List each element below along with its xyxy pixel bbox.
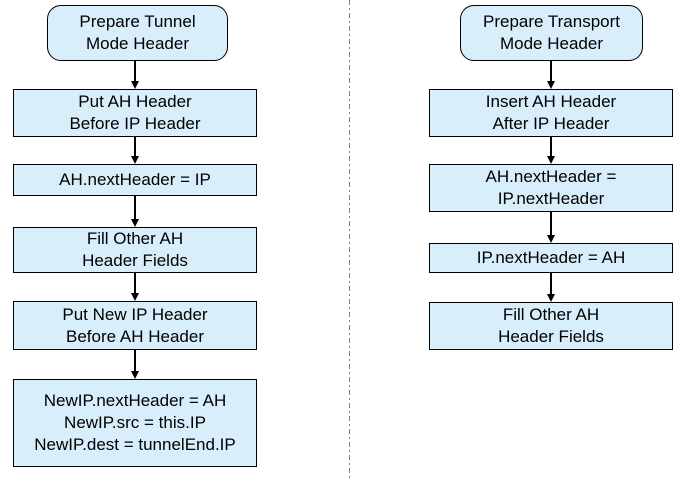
arrow-down-icon: [130, 196, 140, 227]
node-ip-nextheader-equals-ah: IP.nextHeader = AH: [429, 243, 673, 273]
arrow-down-icon: [546, 212, 556, 243]
node-text-line: Header Fields: [498, 327, 604, 346]
node-text-line: Header Fields: [82, 251, 188, 270]
node-text-line: NewIP.src = this.IP: [64, 413, 206, 432]
node-fill-other-ah-header-fields-transport: Fill Other AH Header Fields: [429, 302, 673, 350]
node-fill-other-ah-header-fields-tunnel: Fill Other AH Header Fields: [13, 227, 257, 273]
node-text-line: IP.nextHeader = AH: [476, 248, 626, 267]
node-prepare-transport-mode-header: Prepare Transport Mode Header: [460, 5, 643, 61]
arrow-down-icon: [546, 137, 556, 164]
arrow-down-icon: [130, 137, 140, 164]
node-insert-ah-header-after-ip-header: Insert AH Header After IP Header: [429, 89, 673, 137]
arrow-down-icon: [546, 61, 556, 89]
node-text-line: Prepare Transport: [482, 12, 620, 31]
node-text-line: Mode Header: [85, 34, 189, 53]
node-text-line: IP.nextHeader: [497, 189, 605, 208]
node-text-line: Mode Header: [499, 34, 603, 53]
node-ah-nextheader-equals-ip-nextheader: AH.nextHeader = IP.nextHeader: [429, 164, 673, 212]
node-text-line: After IP Header: [492, 114, 610, 133]
node-text-line: NewIP.dest = tunnelEnd.IP: [34, 435, 236, 454]
node-text-line: Fill Other AH: [502, 305, 600, 324]
node-text-line: AH.nextHeader =: [485, 167, 617, 186]
node-ah-nextheader-equals-ip: AH.nextHeader = IP: [13, 164, 257, 196]
node-text-line: Put New IP Header: [62, 304, 208, 324]
node-newip-assignments: NewIP.nextHeader = AH NewIP.src = this.I…: [13, 379, 257, 467]
node-text-line: Before AH Header: [66, 326, 204, 346]
node-text-line: Before IP Header: [69, 114, 201, 133]
node-put-new-ip-header-before-ah-header: Put New IP Header Before AH Header: [13, 301, 257, 350]
node-text-line: Fill Other AH: [86, 229, 184, 248]
divider-dashed-line: [348, 0, 351, 479]
arrow-down-icon: [546, 273, 556, 302]
node-text-line: Prepare Tunnel: [79, 12, 196, 31]
arrow-down-icon: [130, 61, 140, 89]
arrow-down-icon: [130, 273, 140, 301]
node-text-line: Insert AH Header: [485, 92, 617, 111]
node-text-line: AH.nextHeader = IP: [59, 170, 211, 189]
node-text-line: NewIP.nextHeader = AH: [43, 391, 227, 410]
node-text-line: Put AH Header: [78, 92, 192, 111]
arrow-down-icon: [130, 350, 140, 379]
node-prepare-tunnel-mode-header: Prepare Tunnel Mode Header: [47, 5, 228, 61]
node-put-ah-header-before-ip-header: Put AH Header Before IP Header: [13, 89, 257, 137]
